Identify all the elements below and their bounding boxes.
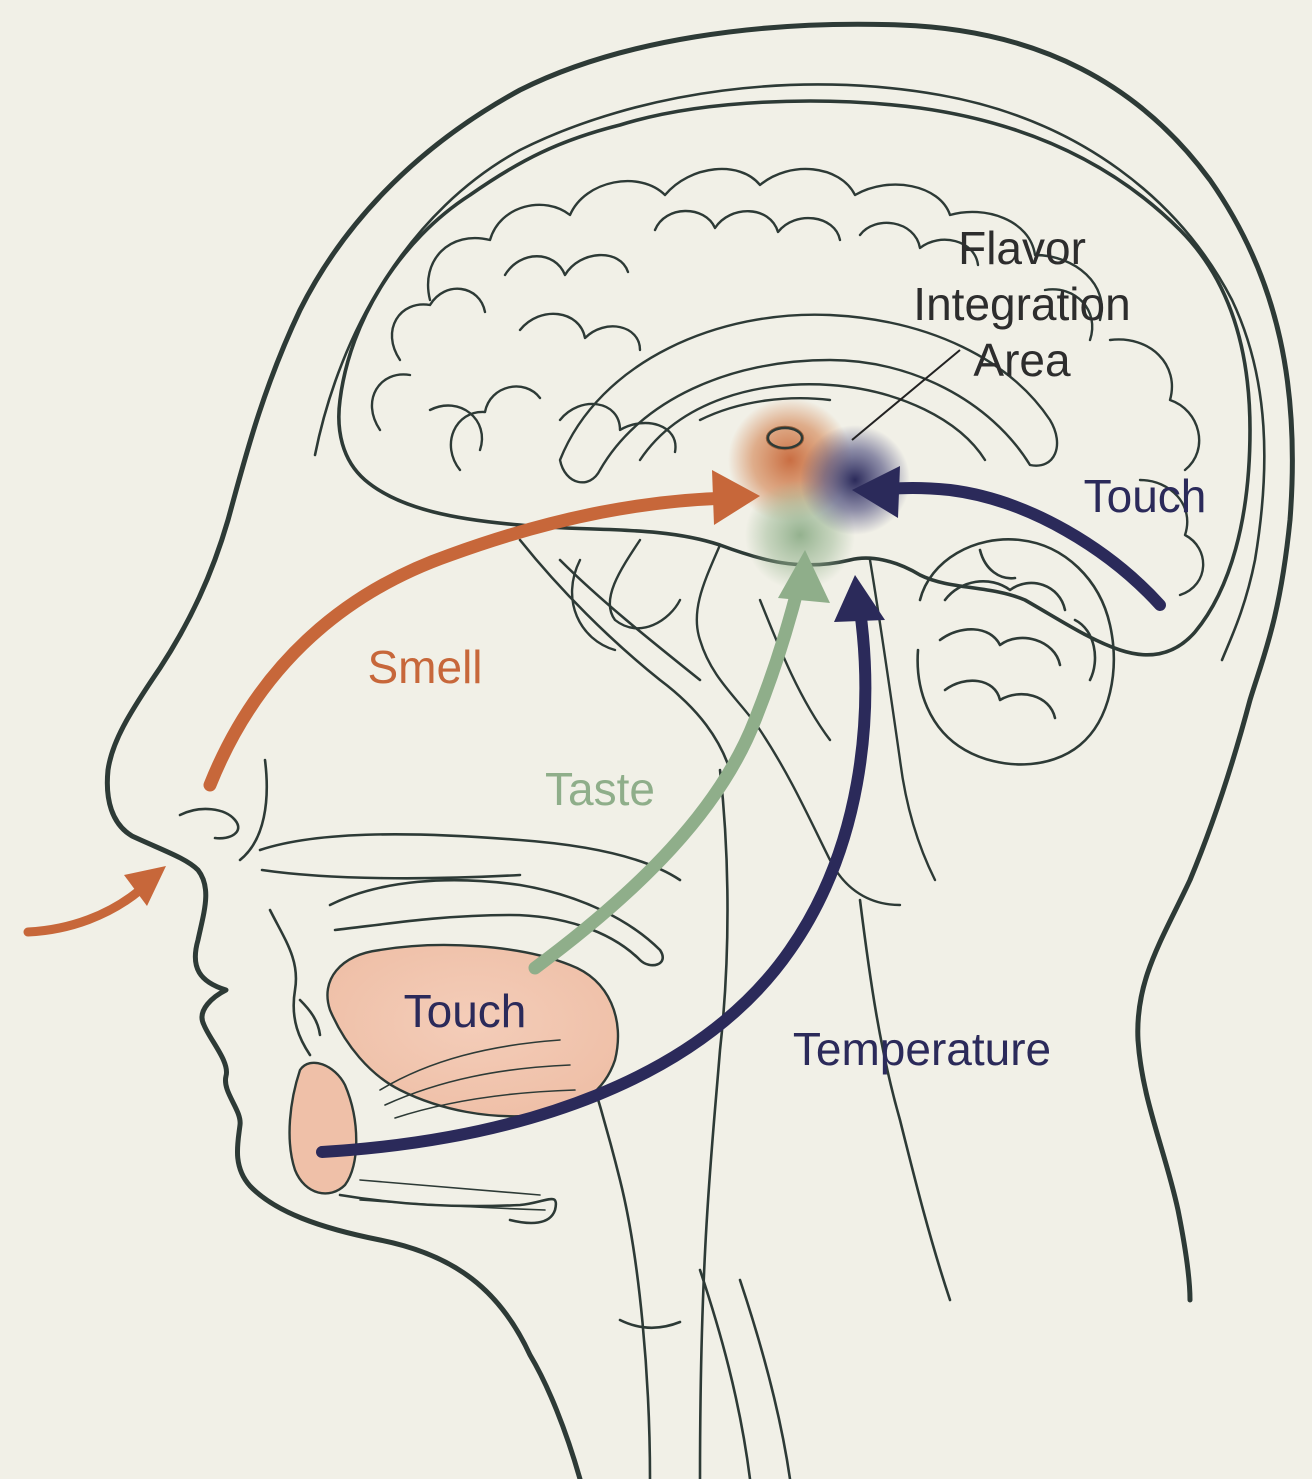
integration-label-line3: Area (973, 334, 1071, 386)
integration-label-line1: Flavor (958, 222, 1086, 274)
smell-label: Smell (367, 641, 482, 693)
cerebellum (918, 539, 1114, 764)
head-outline (107, 24, 1292, 1479)
taste-pathway (535, 550, 830, 968)
touch-mouth-label: Touch (404, 985, 527, 1037)
touch-back-label: Touch (1084, 470, 1207, 522)
smell-pathway (210, 470, 760, 785)
temperature-label: Temperature (793, 1023, 1051, 1075)
lower-lip (290, 1063, 357, 1194)
neck-structures (560, 770, 950, 1479)
integration-label-line2: Integration (913, 278, 1130, 330)
smell-entry-arrow (28, 866, 166, 932)
taste-label: Taste (545, 763, 655, 815)
